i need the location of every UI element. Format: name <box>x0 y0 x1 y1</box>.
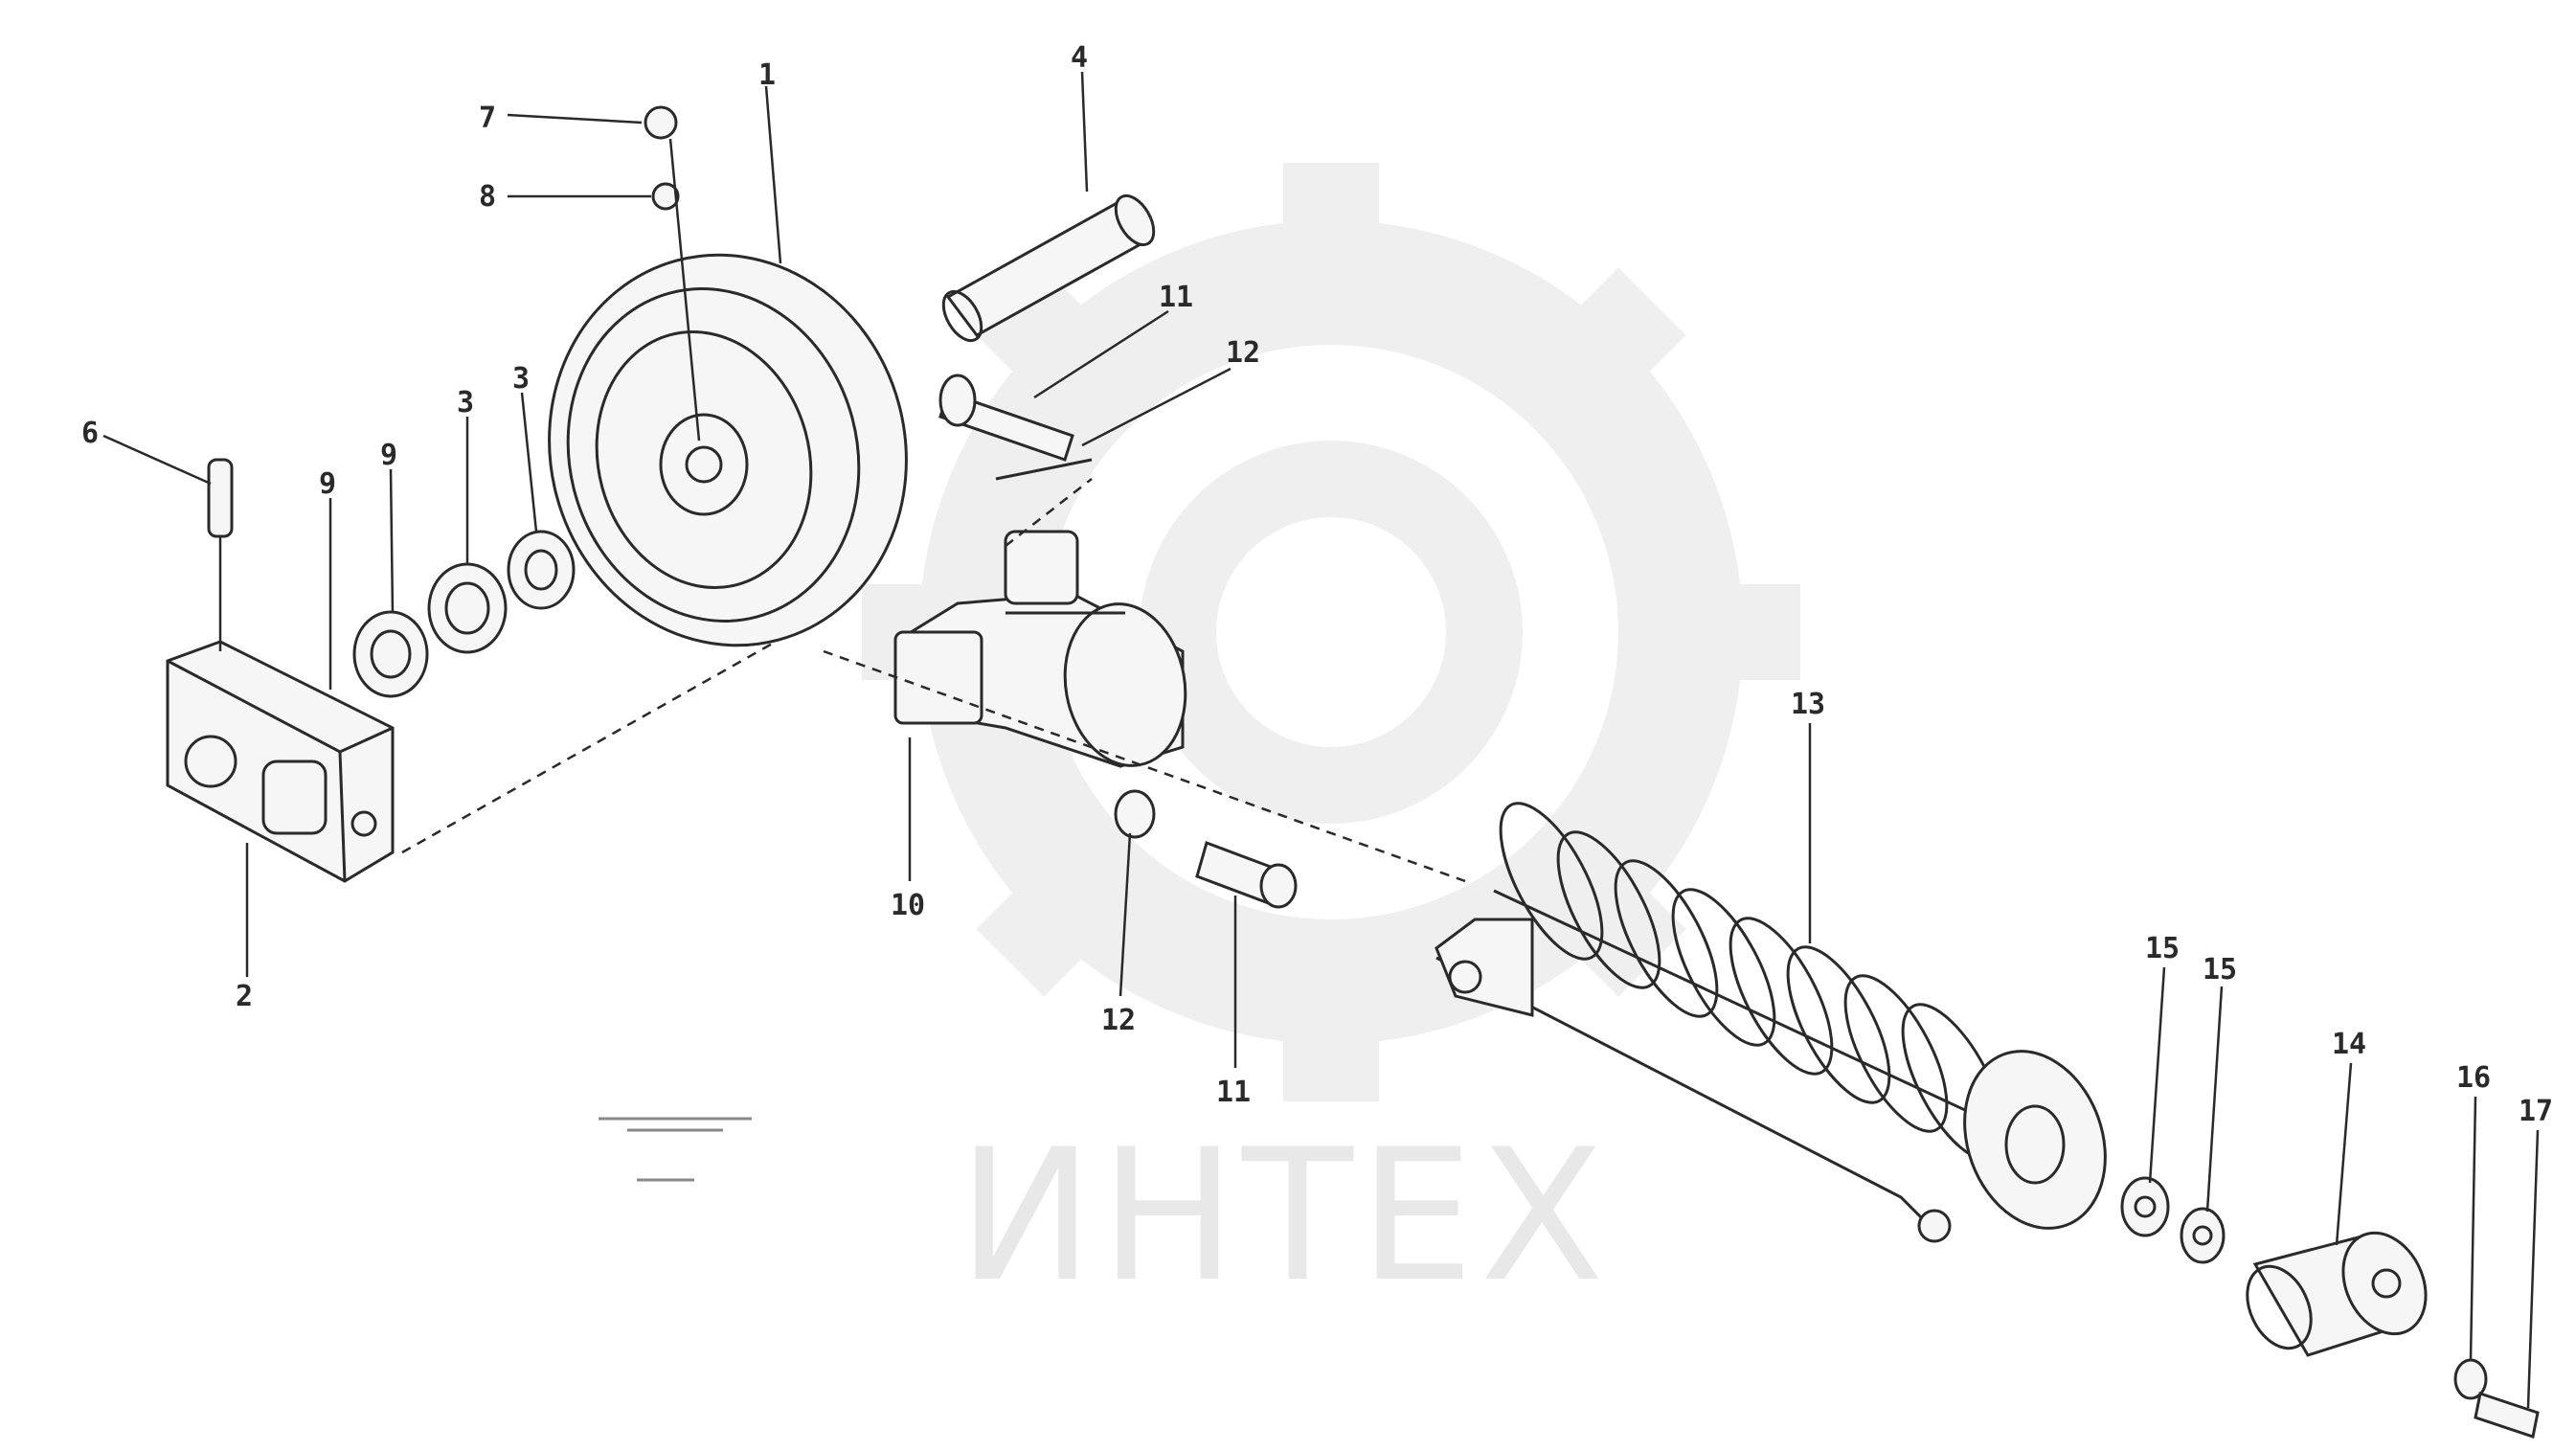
drawing-caption <box>599 1117 752 1182</box>
callout-9b: 9 <box>380 439 397 472</box>
shaft <box>941 193 1156 343</box>
callout-14: 14 <box>2332 1028 2366 1061</box>
recoil-spring <box>1435 802 2107 1243</box>
callout-labels: 1 4 7 8 6 9 9 3 3 2 11 12 10 12 11 13 15… <box>81 41 2553 1128</box>
lock-nuts <box>2120 1176 2226 1264</box>
callout-12a: 12 <box>1226 336 1260 370</box>
callout-11a: 11 <box>1159 281 1193 314</box>
callout-4: 4 <box>1071 41 1088 75</box>
bolt-top <box>938 374 1093 481</box>
grease-nipple <box>644 105 701 442</box>
callout-3b: 3 <box>512 362 530 396</box>
idler-wheel <box>548 253 908 647</box>
callout-9a: 9 <box>319 467 336 501</box>
callout-15b: 15 <box>2203 953 2237 986</box>
callout-13: 13 <box>1791 688 1825 721</box>
end-bolt <box>2453 1358 2540 1439</box>
callout-11b: 11 <box>1216 1076 1251 1109</box>
callout-17: 17 <box>2519 1095 2553 1128</box>
callout-1: 1 <box>758 58 776 92</box>
callout-10: 10 <box>891 889 925 922</box>
bolt-bottom <box>1114 789 1298 909</box>
pin <box>207 458 234 538</box>
leader-lines <box>102 71 2540 1409</box>
watermark-text: ИНТЕХ <box>958 1110 1610 1322</box>
callout-16: 16 <box>2456 1061 2491 1095</box>
spring-coils <box>1499 802 2006 1162</box>
callout-3a: 3 <box>457 386 474 419</box>
tension-yoke <box>893 530 1187 768</box>
grease-cylinder <box>2246 1231 2428 1357</box>
callout-8: 8 <box>479 180 496 214</box>
assembly-lines <box>401 478 1466 883</box>
callout-15a: 15 <box>2145 932 2180 965</box>
watermark-gear-icon <box>862 163 1800 1101</box>
callout-2: 2 <box>236 980 253 1013</box>
callout-12b: 12 <box>1101 1004 1136 1037</box>
seal-rings <box>352 530 576 698</box>
callout-6: 6 <box>81 417 99 450</box>
callout-7: 7 <box>479 102 496 135</box>
